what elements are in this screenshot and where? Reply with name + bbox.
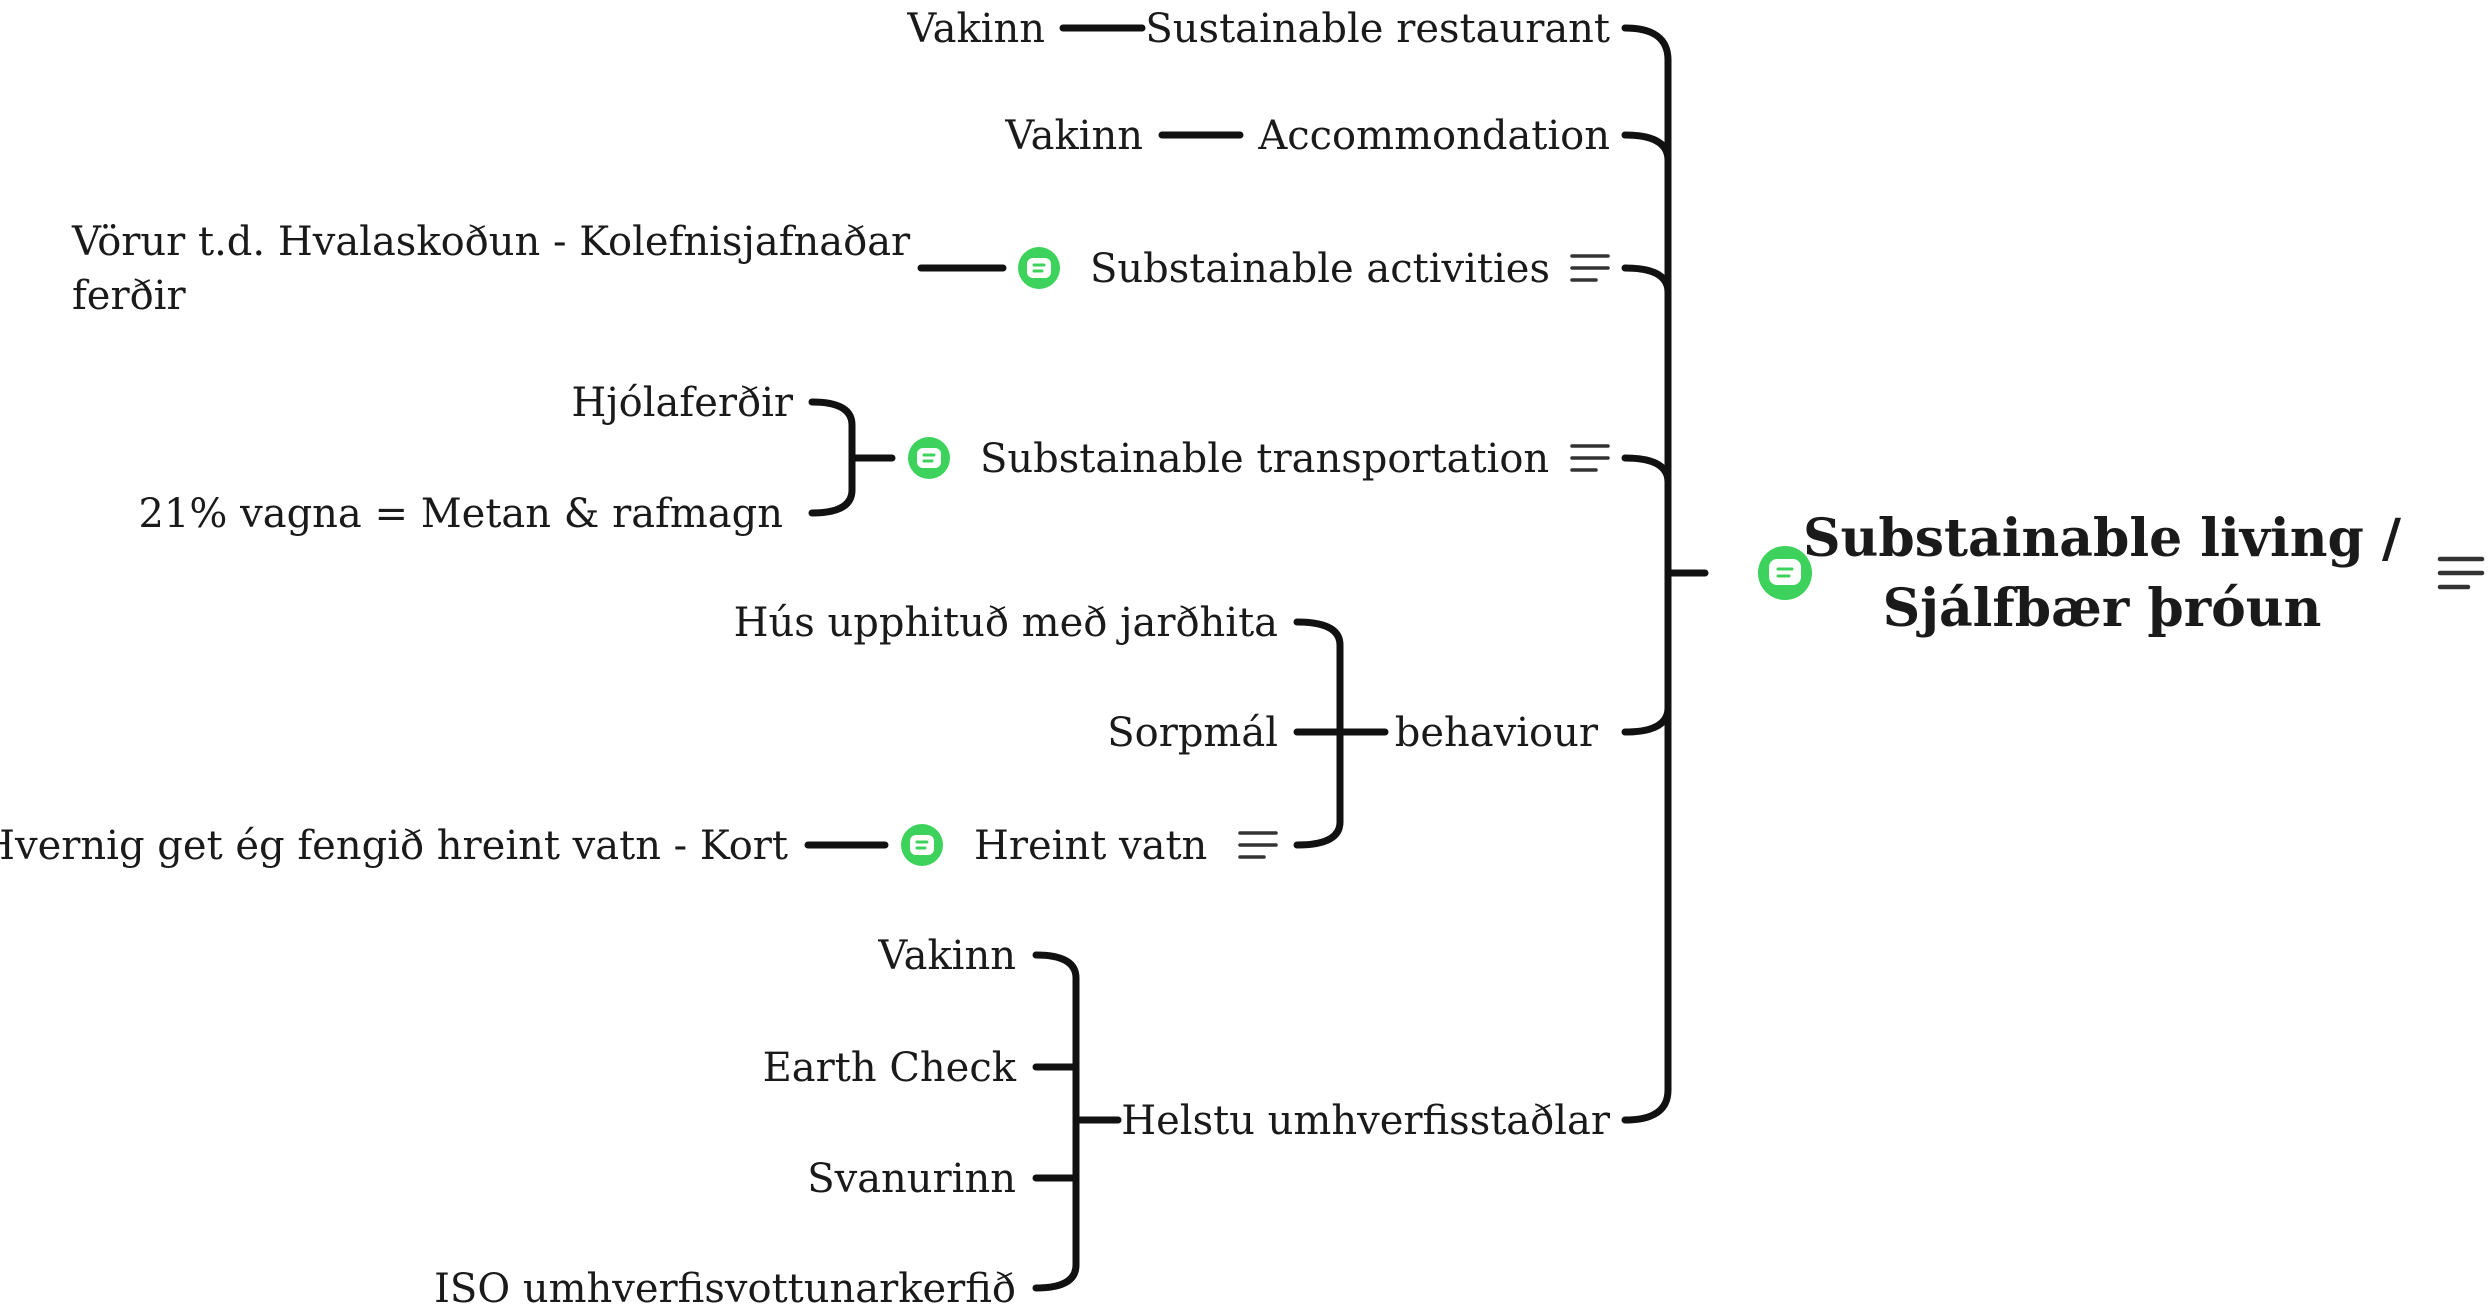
leaf-svanurinn[interactable]: Svanurinn — [807, 1156, 1016, 1202]
comment-icon[interactable] — [908, 437, 950, 479]
leaf-hus-upphitud[interactable]: Hús upphituð með jarðhita — [734, 600, 1278, 646]
leaf-sorpmal[interactable]: Sorpmál — [1107, 710, 1278, 756]
leaf-label: Earth Check — [763, 1045, 1017, 1091]
branch-substainable-transportation[interactable]: Substainable transportation — [908, 436, 1610, 482]
branch-label: Sustainable restaurant — [1145, 6, 1610, 52]
comment-icon[interactable] — [901, 824, 943, 866]
leaf-label: Hvernig get ég fengið hreint vatn - Kort — [0, 823, 788, 869]
leaf-accommodation-vakinn[interactable]: Vakinn — [1004, 113, 1143, 159]
main-bracket — [1621, 24, 1672, 1124]
notes-icon[interactable] — [1238, 831, 1278, 859]
leaf-label: Svanurinn — [807, 1156, 1016, 1202]
leaf-restaurant-vakinn[interactable]: Vakinn — [906, 6, 1045, 52]
leaf-label: Vakinn — [906, 6, 1045, 52]
leaf-standards-vakinn[interactable]: Vakinn — [877, 933, 1016, 979]
branch-sustainable-restaurant[interactable]: Sustainable restaurant — [1145, 6, 1610, 52]
branch-accommodation[interactable]: Accommondation — [1257, 113, 1610, 159]
leaf-hjolaferdir[interactable]: Hjólaferðir — [571, 380, 793, 426]
leaf-label: Vakinn — [1004, 113, 1143, 159]
leaf-hvernig-hreint-vatn[interactable]: Hvernig get ég fengið hreint vatn - Kort — [0, 823, 788, 869]
branch-label: behaviour — [1395, 710, 1599, 756]
leaf-label: ISO umhverfisvottunarkerfið — [434, 1266, 1016, 1309]
branch-behaviour[interactable]: behaviour — [1395, 710, 1599, 756]
leaf-label: Hús upphituð með jarðhita — [734, 600, 1278, 646]
leaf-earth-check[interactable]: Earth Check — [763, 1045, 1017, 1091]
leaf-vagna-metan[interactable]: 21% vagna = Metan & rafmagn — [139, 491, 784, 537]
leaf-iso[interactable]: ISO umhverfisvottunarkerfið — [434, 1266, 1016, 1309]
leaf-label: Hjólaferðir — [571, 380, 793, 426]
notes-icon[interactable] — [1570, 444, 1610, 472]
root-label-line1: Substainable living / — [1803, 508, 2401, 569]
leaf-label-line2: ferðir — [72, 273, 186, 319]
subbranch-hreint-vatn[interactable]: Hreint vatn — [901, 823, 1278, 869]
leaf-label: Vakinn — [877, 933, 1016, 979]
branch-label: Helstu umhverfisstaðlar — [1121, 1098, 1611, 1144]
leaf-label-line1: Vörur t.d. Hvalaskoðun - Kolefnisjafnaða… — [71, 219, 911, 265]
leaf-activities-products[interactable]: Vörur t.d. Hvalaskoðun - Kolefnisjafnaða… — [71, 219, 911, 319]
subbranch-label: Hreint vatn — [974, 823, 1207, 869]
branch-substainable-activities[interactable]: Substainable activities — [1018, 246, 1610, 292]
leaf-label: Sorpmál — [1107, 710, 1278, 756]
notes-icon[interactable] — [1570, 254, 1610, 282]
connector-lines — [804, 24, 1709, 1292]
branch-label: Substainable transportation — [980, 436, 1549, 482]
leaf-label: 21% vagna = Metan & rafmagn — [139, 491, 784, 537]
branch-label: Accommondation — [1257, 113, 1610, 159]
comment-icon[interactable] — [1018, 247, 1060, 289]
notes-icon[interactable] — [2437, 556, 2485, 590]
root-label-line2: Sjálfbær þróun — [1883, 578, 2322, 639]
branch-helstu-umhverfisstadlar[interactable]: Helstu umhverfisstaðlar — [1121, 1098, 1611, 1144]
branch-label: Substainable activities — [1090, 246, 1550, 292]
comment-icon[interactable] — [1758, 546, 1812, 600]
root-node[interactable]: Substainable living / Sjálfbær þróun — [1758, 508, 2485, 639]
